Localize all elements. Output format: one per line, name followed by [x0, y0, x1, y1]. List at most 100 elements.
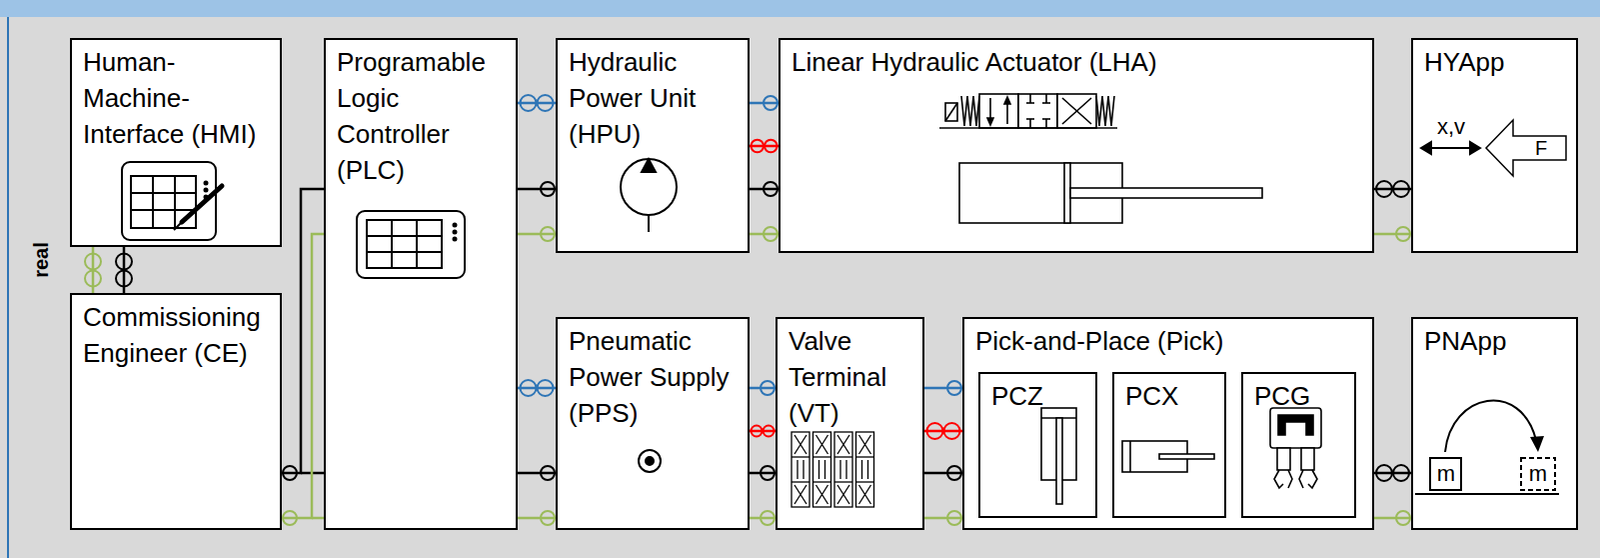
valve-divider — [834, 480, 853, 482]
component-label: HYApp — [1413, 39, 1570, 80]
component-label: Human-Machine-Interface (HMI) — [71, 39, 273, 152]
component-box: PCZ — [978, 371, 1098, 518]
z-cylinder-symbol-part — [1041, 407, 1077, 480]
connector-group — [749, 380, 776, 395]
valve-cross — [816, 484, 829, 504]
component-box: Hydraulic Power Unit (HPU) — [555, 37, 750, 253]
port-circle — [751, 139, 765, 153]
pick-place-symbol-part — [1430, 457, 1462, 490]
connector-group — [924, 510, 963, 525]
gripper-symbol-part — [1270, 407, 1322, 448]
component-label: PCZ — [980, 373, 1092, 414]
directional-valve-symbol-part — [1042, 101, 1051, 104]
connector-line — [517, 516, 556, 520]
port-circle — [947, 465, 962, 480]
connector-group — [517, 465, 556, 480]
port-circle — [520, 94, 537, 111]
directional-valve-symbol-part — [979, 93, 1019, 128]
hydraulic-cylinder-symbol — [959, 162, 1263, 223]
connector-line — [1374, 232, 1412, 236]
port-circle — [1396, 226, 1411, 241]
port-circle — [1393, 464, 1410, 481]
directional-valve-symbol-part — [1029, 93, 1032, 103]
hmi-tablet-icon-part — [130, 175, 196, 228]
gripper-symbol — [1270, 407, 1322, 488]
port-circle — [1396, 510, 1411, 525]
valve-divider — [813, 455, 832, 457]
port-circle — [764, 139, 778, 153]
valve-cross — [837, 434, 850, 454]
valve-flow — [818, 459, 820, 479]
connector-line — [749, 101, 779, 105]
connector-group — [517, 226, 556, 241]
connector-group — [749, 425, 776, 437]
motion-force-symbol-part — [1470, 141, 1481, 154]
plc-tablet-icon-part — [453, 230, 457, 234]
connector-group — [517, 379, 556, 396]
component-label: Programable Logic Controller (PLC) — [325, 39, 507, 188]
connector-group — [1374, 510, 1412, 525]
connector-line — [122, 246, 126, 293]
connector-line — [91, 246, 95, 293]
valve-flow — [796, 459, 798, 479]
valve-flow — [802, 459, 804, 479]
z-cylinder-symbol-part — [1041, 416, 1077, 419]
connector-line — [517, 471, 556, 475]
port-circle — [1376, 464, 1393, 481]
hmi-tablet-icon-part — [121, 161, 216, 240]
port-circle — [1376, 180, 1393, 197]
port-circle — [115, 253, 132, 270]
port-circle — [282, 465, 297, 480]
port-circle — [115, 270, 132, 287]
port-circle — [760, 465, 775, 480]
gripper-symbol-part — [1278, 414, 1314, 435]
directional-valve-symbol-part — [939, 126, 1118, 129]
pump-symbol-part — [647, 214, 650, 232]
component-box: Linear Hydraulic Actuator (LHA) — [778, 37, 1375, 253]
gripper-symbol-part — [1299, 469, 1318, 488]
port-circle — [944, 422, 961, 439]
valve-body — [813, 431, 832, 507]
header-bar — [0, 0, 1600, 17]
valve-cross — [816, 434, 829, 454]
plc-tablet-icon-part — [453, 237, 457, 241]
z-cylinder-symbol-part — [1056, 417, 1063, 504]
directional-valve-symbol-part — [1062, 97, 1092, 124]
pick-place-symbol-part — [1415, 492, 1560, 495]
port-circle — [84, 253, 101, 270]
port-circle — [927, 422, 944, 439]
x-cylinder-symbol — [1122, 440, 1215, 472]
x-cylinder-symbol-part — [1122, 440, 1188, 472]
plc-tablet-icon-part — [453, 223, 457, 227]
connector-group — [115, 246, 132, 293]
directional-valve-symbol-part — [945, 102, 958, 121]
gripper-symbol-part — [1274, 469, 1293, 488]
port-circle — [84, 270, 101, 287]
directional-valve-symbol-part — [987, 117, 994, 125]
view-label: real — [29, 241, 52, 278]
port-circle — [751, 425, 763, 437]
valve-cross — [794, 484, 807, 504]
hmi-tablet-icon-part — [173, 221, 182, 230]
port-circle — [537, 379, 554, 396]
plc-tablet-icon-part — [366, 250, 442, 253]
component-box: HYAppx,vF — [1411, 37, 1579, 253]
directional-valve-symbol-part — [1042, 117, 1051, 120]
gripper-symbol-part — [1301, 447, 1315, 470]
directional-valve-symbol — [939, 93, 1118, 128]
valve-flow — [845, 459, 847, 479]
directional-valve-symbol-part — [989, 97, 992, 124]
valve-flow — [839, 459, 841, 479]
component-label: Pneumatic Power Supply (PPS) — [557, 318, 744, 431]
directional-valve-symbol-part — [1004, 96, 1011, 104]
valve-divider — [791, 480, 810, 482]
hmi-tablet-icon-part — [204, 195, 208, 199]
hmi-tablet-icon-part — [151, 175, 154, 228]
directional-valve-symbol-part — [1057, 93, 1097, 128]
directional-valve-symbol-part — [1018, 93, 1058, 128]
pick-place-symbol — [1415, 400, 1560, 494]
component-label: Commissioning Engineer (CE) — [71, 294, 278, 371]
component-box: Valve Terminal (VT) — [775, 316, 925, 530]
component-box: PCX — [1112, 371, 1227, 518]
directional-valve-symbol-part — [961, 95, 980, 126]
